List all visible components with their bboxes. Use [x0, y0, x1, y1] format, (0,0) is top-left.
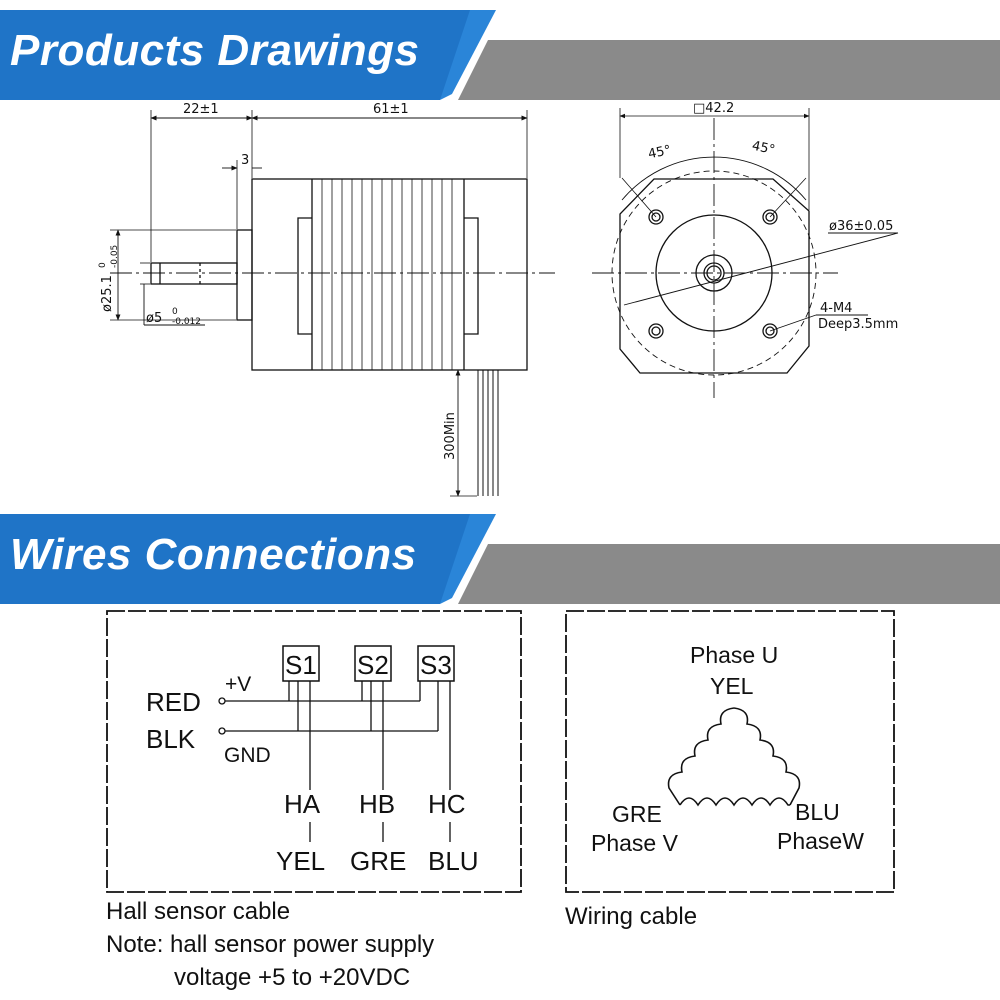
angle-right: 45° [751, 139, 777, 158]
dim-boss-dia: ø25.1 [100, 275, 115, 312]
section-title: Products Drawings [10, 26, 420, 75]
section-title: Wires Connections [10, 530, 417, 579]
side-view [110, 110, 555, 497]
motor-boss [236, 229, 253, 321]
hole-spec: 4-M4 [820, 301, 852, 316]
output-ha: HA [284, 789, 321, 819]
wires-connections-banner: Wires Connections [0, 514, 1000, 604]
wiring-cable-caption: Wiring cable [565, 903, 698, 930]
dim-shaft-tol-lower: -0.012 [172, 317, 201, 327]
dim-shaft-dia: ø5 [146, 311, 162, 326]
wire-label-red: RED [146, 687, 201, 717]
hall-sensor-frame [106, 610, 522, 893]
phase-v-color: GRE [612, 801, 662, 827]
hall-sensor-caption: Hall sensor cable [106, 898, 291, 925]
sensor-label-s3: S3 [420, 650, 452, 680]
winding-diagram [565, 610, 895, 893]
dim-boss-tol-lower: -0.05 [110, 245, 120, 268]
sensor-box-s2 [354, 645, 392, 682]
power-supply-note-line2: voltage +5 to +20VDC [174, 964, 411, 991]
phase-u-color: YEL [710, 673, 754, 699]
mounting-flange [619, 178, 810, 374]
mounting-holes [648, 209, 778, 339]
power-supply-note-line1: Note: hall sensor power supply [106, 931, 435, 958]
dim-body-length: 61±1 [373, 102, 409, 117]
output-color-hc: BLU [428, 846, 479, 876]
phase-u-label: Phase U [690, 642, 778, 668]
output-hb: HB [359, 789, 395, 819]
dim-square: □42.2 [693, 101, 734, 116]
cooling-fins [321, 179, 453, 370]
phase-v-label: Phase V [591, 830, 679, 856]
plus-v-label: +V [225, 673, 251, 696]
output-hc: HC [428, 789, 466, 819]
banner-shape [0, 10, 1000, 100]
output-color-ha: YEL [276, 846, 325, 876]
angle-left: 45° [647, 143, 673, 162]
boss-circle [655, 214, 773, 332]
sensor-label-s2: S2 [357, 650, 389, 680]
products-drawings-banner: Products Drawings [0, 10, 1000, 100]
sensor-box-s1 [282, 645, 320, 682]
dim-lead-length: 300Min [443, 412, 458, 460]
angle-arc [621, 156, 807, 201]
shaft-circle [703, 262, 725, 284]
dim-shaft-length: 22±1 [183, 102, 219, 117]
sensor-box-s3 [417, 645, 455, 682]
output-color-hb: GRE [350, 846, 406, 876]
winding-frame [565, 610, 895, 893]
dim-shaft-tol-upper: 0 [172, 307, 178, 317]
dim-boss-tol-upper: 0 [98, 262, 108, 268]
gnd-label: GND [224, 744, 271, 767]
dim-pitch-circle: ø36±0.05 [829, 219, 893, 234]
hall-sensor-diagram [106, 610, 522, 893]
pitch-circle [611, 170, 817, 376]
pitch-circle-leader [623, 232, 899, 306]
sensor-label-s1: S1 [285, 650, 317, 680]
phase-w-label: PhaseW [777, 828, 864, 854]
dim-flange: 3 [241, 153, 249, 168]
phase-w-color: BLU [795, 799, 840, 825]
front-view [592, 108, 899, 398]
wire-label-blk: BLK [146, 724, 196, 754]
motor-shaft [150, 262, 238, 285]
delta-winding [667, 707, 801, 807]
banner-shape [0, 514, 1000, 604]
hole-leader [769, 314, 817, 332]
hole-depth: Deep3.5mm [818, 317, 898, 332]
motor-leads [477, 370, 499, 496]
motor-body [251, 178, 528, 371]
